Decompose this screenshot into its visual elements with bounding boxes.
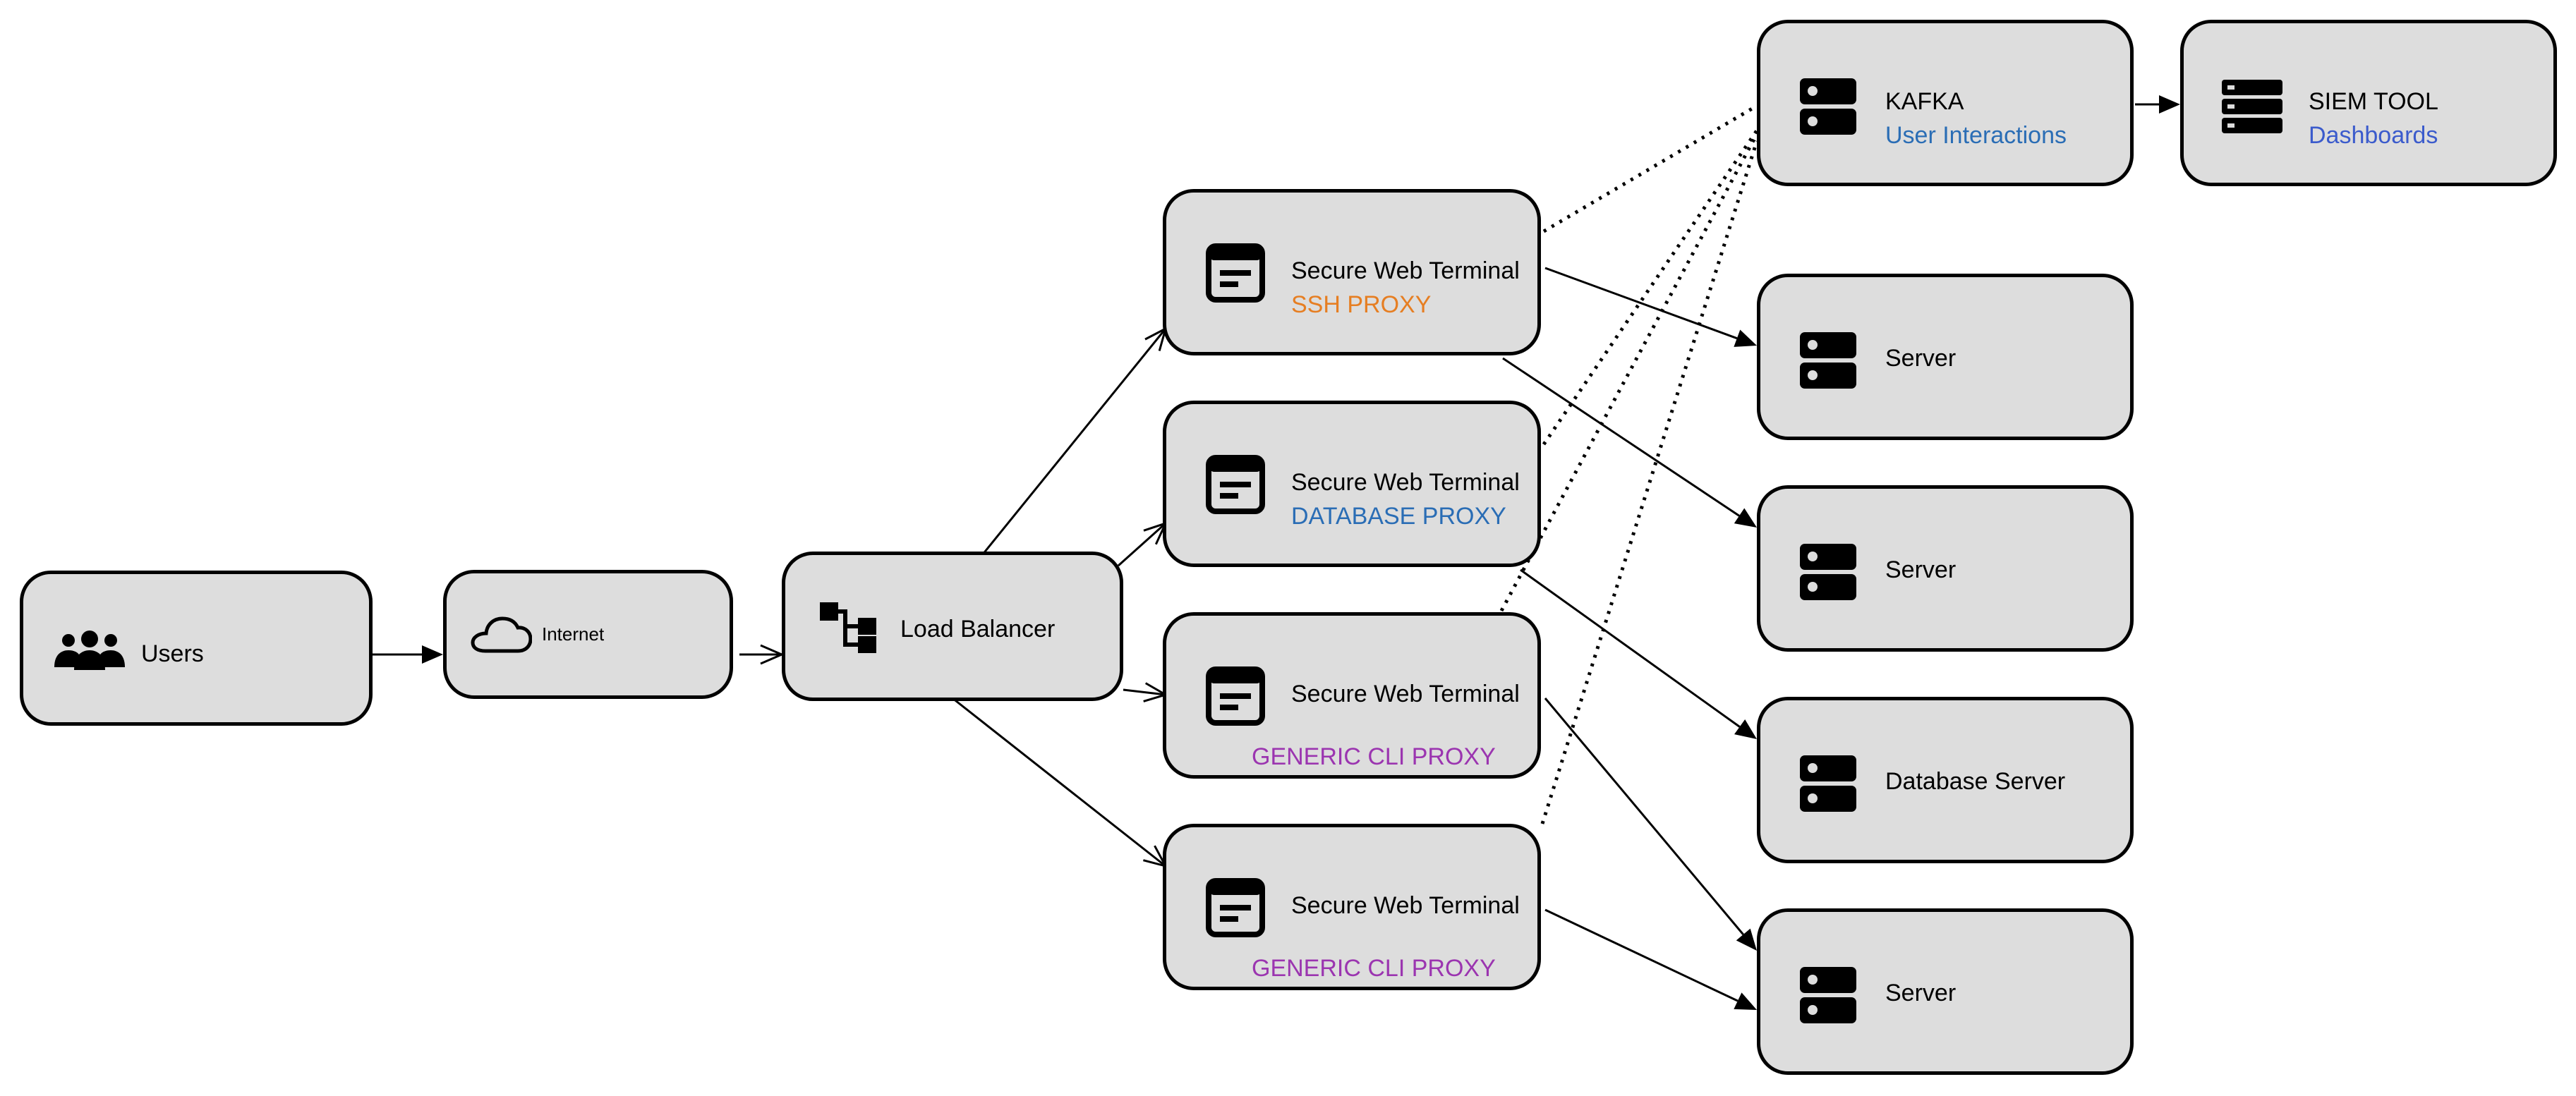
swt-database-subtitle: DATABASE PROXY [1291,503,1506,530]
secure-web-terminal-generic-cli-node-2[interactable]: Secure Web Terminal GENERIC CLI PROXY [1163,824,1541,990]
terminal-window-icon [1206,455,1265,514]
server-1-title: Server [1885,345,1957,372]
database-server-node[interactable]: Database Server [1757,697,2134,863]
swt-ssh-title: Secure Web Terminal [1291,257,1520,284]
users-icon [54,631,125,670]
edge-swt4-to-kafka [1540,140,1759,824]
swt-generic-2-title: Secure Web Terminal [1291,892,1520,919]
server-node-3[interactable]: Server [1757,908,2134,1075]
edge-swt1-to-kafka [1542,104,1758,233]
secure-web-terminal-generic-cli-node-1[interactable]: Secure Web Terminal GENERIC CLI PROXY [1163,612,1541,779]
terminal-window-icon [1206,878,1265,937]
server-icon [1800,755,1856,812]
swt-database-title: Secure Web Terminal [1291,469,1520,496]
edge-swt1-to-server2 [1502,357,1740,517]
kafka-subtitle: User Interactions [1885,122,2067,149]
database-server-title: Database Server [1885,768,2066,795]
arrowhead-swt4-to-server3 [1734,992,1757,1010]
arrowhead-swt2-to-db_server [1734,719,1757,739]
edge-load_balancer-to-swt4 [952,697,1166,867]
server-node-2[interactable]: Server [1757,485,2134,652]
edge-load_balancer-to-swt1 [969,328,1167,571]
edge-swt3-to-server3 [1544,698,1744,935]
server-node-1[interactable]: Server [1757,274,2134,440]
server-icon [1800,544,1856,600]
arrowhead-kafka-to-siem [2159,95,2180,114]
edge-swt2-to-kafka [1542,129,1759,446]
users-node[interactable]: Users [20,571,373,726]
swt-ssh-subtitle: SSH PROXY [1291,291,1432,318]
terminal-window-icon [1206,243,1265,303]
edge-swt1-to-server1 [1544,267,1738,340]
arrowhead-swt3-to-server3 [1736,928,1757,951]
internet-node[interactable]: Internet [443,570,733,699]
server-icon [1800,967,1856,1023]
load-balancer-node[interactable]: Load Balancer [782,552,1123,701]
swt-generic-2-subtitle: GENERIC CLI PROXY [1252,955,1496,982]
siem-tool-node[interactable]: SIEM TOOL Dashboards [2180,20,2557,186]
terminal-window-icon [1206,666,1265,726]
network-tree-icon [820,602,876,653]
arrowhead-swt1-to-server2 [1734,508,1757,528]
secure-web-terminal-database-node[interactable]: Secure Web Terminal DATABASE PROXY [1163,401,1541,567]
internet-title: Internet [542,623,605,645]
arrowhead-swt1-to-server1 [1734,329,1757,347]
arrowhead-users-to-internet [422,645,443,664]
cloud-icon [471,616,532,653]
kafka-title: KAFKA [1885,88,1964,115]
server-rack-icon [2222,80,2282,133]
edge-swt3-to-kafka [1499,133,1759,612]
kafka-node[interactable]: KAFKA User Interactions [1757,20,2134,186]
users-title: Users [141,640,204,667]
server-3-title: Server [1885,980,1957,1006]
load-balancer-title: Load Balancer [900,616,1056,643]
swt-generic-1-subtitle: GENERIC CLI PROXY [1252,743,1496,770]
swt-generic-1-title: Secure Web Terminal [1291,681,1520,707]
siem-title: SIEM TOOL [2309,88,2438,115]
edge-swt2-to-db_server [1520,568,1741,728]
siem-subtitle: Dashboards [2309,122,2438,149]
server-icon [1800,332,1856,389]
edge-load_balancer-to-swt2 [1117,522,1167,567]
edge-swt4-to-server3 [1544,908,1739,1002]
server-icon [1800,78,1856,135]
server-2-title: Server [1885,556,1957,583]
edge-load_balancer-to-swt3 [1123,688,1166,696]
secure-web-terminal-ssh-node[interactable]: Secure Web Terminal SSH PROXY [1163,189,1541,355]
